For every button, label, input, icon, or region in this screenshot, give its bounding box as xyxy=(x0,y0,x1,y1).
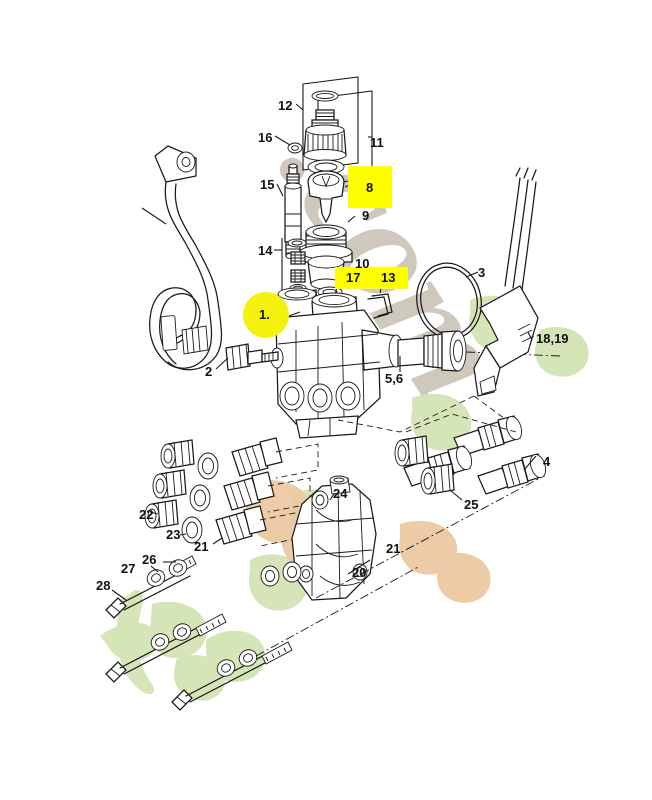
highlight-17 xyxy=(335,267,375,289)
callout-14: 14 xyxy=(258,243,273,258)
callout-11: 11 xyxy=(370,135,384,150)
highlight-13 xyxy=(370,267,408,289)
callout-12: 12 xyxy=(278,98,293,113)
part-16-oring xyxy=(274,135,303,154)
part-2627-washers xyxy=(146,559,421,677)
part-hose-assembly xyxy=(141,145,223,371)
part-20-pump-housing xyxy=(291,475,541,601)
callout-25: 25 xyxy=(464,497,479,512)
part-14-seal-kit xyxy=(274,238,307,292)
part-56-outlet-fitting xyxy=(397,330,561,372)
highlight-8 xyxy=(348,166,392,208)
callout-21-b: 21 xyxy=(386,541,401,556)
callout-23: 23 xyxy=(166,527,181,542)
callout-5-6: 5,6 xyxy=(385,371,404,386)
callout-26: 26 xyxy=(142,552,157,567)
part-8-unloader-piston xyxy=(307,170,357,224)
highlight-1 xyxy=(243,292,289,338)
part-2-plug xyxy=(215,343,279,371)
callout-16: 16 xyxy=(258,130,273,145)
callout-18-19: 18,19 xyxy=(536,331,569,346)
callout-13: 13 xyxy=(381,270,396,285)
part-knob-assembly xyxy=(295,76,373,186)
callout-4: 4 xyxy=(543,454,551,469)
part-9-valve-body xyxy=(299,215,356,290)
callout-2: 2 xyxy=(205,364,213,379)
part-25-valve-caps xyxy=(394,435,463,501)
part-1-manifold-head xyxy=(270,287,404,439)
callout-8: 8 xyxy=(366,180,374,195)
part-23-orings xyxy=(179,452,219,544)
callout-1: 1. xyxy=(259,307,270,322)
callout-9: 9 xyxy=(362,208,370,223)
callout-15: 15 xyxy=(260,177,275,192)
callout-10: 10 xyxy=(355,256,370,271)
callout-20: 20 xyxy=(352,565,367,580)
callout-21-a: 21 xyxy=(194,539,209,554)
part-22-valve-caps xyxy=(144,439,195,529)
callout-3: 3 xyxy=(478,265,486,280)
callout-24: 24 xyxy=(333,486,348,501)
callout-27: 27 xyxy=(121,561,136,576)
hose-ferrule xyxy=(181,325,209,355)
callout-17: 17 xyxy=(346,270,361,285)
callout-28: 28 xyxy=(96,578,111,593)
callout-22: 22 xyxy=(139,507,154,522)
